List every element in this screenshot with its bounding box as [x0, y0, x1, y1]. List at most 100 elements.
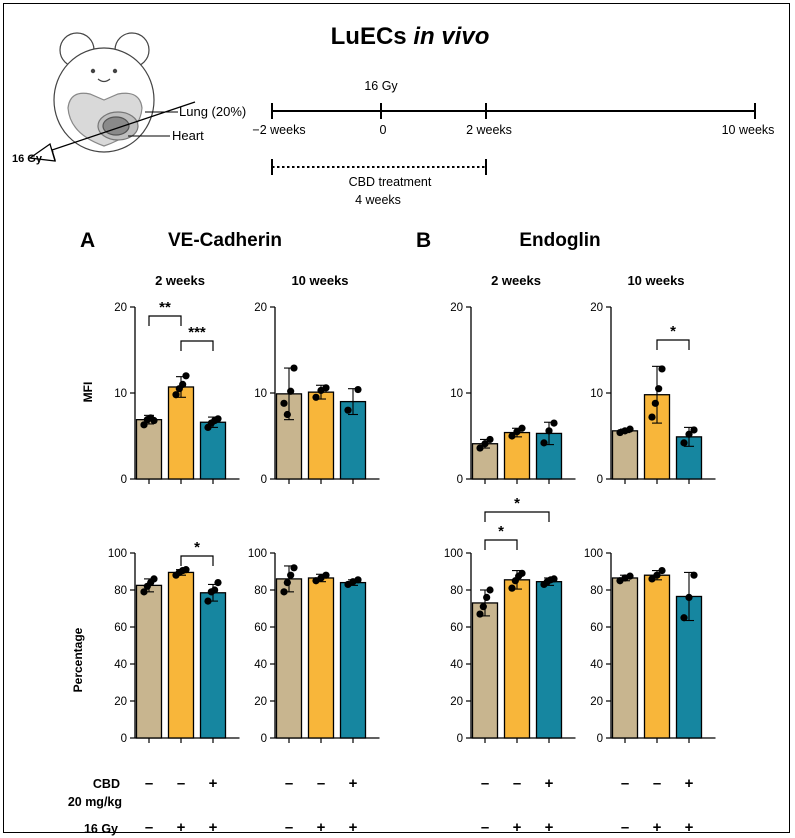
- significance-label: *: [194, 539, 200, 556]
- bar: [535, 581, 563, 739]
- cbd-row-label: CBD: [93, 777, 120, 791]
- data-point: [651, 399, 659, 407]
- data-point: [287, 387, 295, 395]
- significance-bracket: [180, 340, 214, 351]
- cbd-sign: +: [685, 775, 694, 792]
- treatment-duration-label: 4 weeks: [355, 193, 401, 207]
- data-point: [322, 571, 330, 579]
- significance-label: *: [514, 495, 520, 512]
- charts-layer: 01020*****010200102001020*020406080100*0…: [108, 299, 716, 745]
- cbd-sign: –: [317, 775, 325, 792]
- data-point: [690, 426, 698, 434]
- y-tick-label: 10: [450, 388, 463, 400]
- data-point: [287, 571, 295, 579]
- data-point: [214, 579, 222, 587]
- cbd-sign: +: [209, 775, 218, 792]
- y-tick-label: 20: [114, 302, 127, 314]
- bar: [135, 419, 163, 480]
- data-point: [653, 571, 661, 579]
- y-axis-title-mfi: MFI: [81, 382, 95, 403]
- bar: [471, 443, 499, 480]
- data-point: [280, 588, 288, 596]
- bar: [135, 584, 163, 739]
- cbd-sign: +: [545, 775, 554, 792]
- bar: [275, 393, 303, 480]
- y-tick-label: 0: [121, 733, 127, 745]
- irradiation-sign: +: [209, 819, 218, 836]
- data-point: [690, 571, 698, 579]
- y-tick-label: 0: [597, 474, 603, 486]
- figure-frame: [3, 3, 790, 833]
- irradiation-sign: –: [481, 819, 489, 836]
- irradiation-sign: –: [285, 819, 293, 836]
- y-tick-label: 20: [254, 696, 267, 708]
- irradiation-sign: –: [145, 819, 153, 836]
- y-tick-label: 60: [450, 622, 463, 634]
- timeline-dose-label: 16 Gy: [364, 79, 398, 93]
- radiation-arrow-head: [28, 142, 56, 162]
- data-point: [179, 380, 187, 388]
- data-point: [312, 393, 320, 401]
- data-point: [182, 372, 190, 380]
- significance-bracket: [148, 315, 182, 326]
- y-tick-label: 0: [457, 474, 463, 486]
- irradiation-sign: +: [545, 819, 554, 836]
- data-point: [283, 579, 291, 587]
- y-tick-label: 100: [444, 548, 463, 560]
- y-axis-title-percentage: Percentage: [71, 627, 85, 692]
- irradiation-sign: +: [513, 819, 522, 836]
- y-tick-label: 60: [254, 622, 267, 634]
- data-point: [486, 586, 494, 594]
- data-point: [508, 584, 516, 592]
- data-point: [479, 603, 487, 611]
- bar: [503, 431, 531, 480]
- y-tick-label: 20: [114, 696, 127, 708]
- data-point: [550, 575, 558, 583]
- y-tick-label: 0: [261, 733, 267, 745]
- data-point: [354, 576, 362, 584]
- cbd-sign: –: [653, 775, 661, 792]
- data-point: [481, 440, 489, 448]
- data-point: [140, 588, 148, 596]
- data-point: [476, 610, 484, 618]
- y-tick-label: 80: [114, 585, 127, 597]
- data-point: [648, 575, 656, 583]
- y-tick-label: 10: [114, 388, 127, 400]
- irradiation-sign: +: [349, 819, 358, 836]
- data-point: [508, 432, 516, 440]
- data-point: [150, 575, 158, 583]
- significance-label: **: [159, 299, 171, 316]
- y-tick-label: 80: [450, 585, 463, 597]
- cbd-dose-label: 20 mg/kg: [68, 795, 122, 809]
- data-point: [680, 614, 688, 622]
- y-tick-label: 20: [450, 302, 463, 314]
- significance-bracket: [484, 511, 550, 522]
- data-point: [518, 424, 526, 432]
- cbd-sign: –: [145, 775, 153, 792]
- significance-label: ***: [188, 324, 206, 341]
- significance-label: *: [498, 523, 504, 540]
- irradiation-row-label: 16 Gy: [84, 822, 118, 836]
- data-point: [655, 385, 663, 393]
- significance-bracket: [484, 539, 518, 550]
- y-tick-label: 100: [108, 548, 127, 560]
- radiation-dose-label: 16 Gy: [12, 153, 43, 165]
- timepoint-heading: 2 weeks: [155, 273, 205, 288]
- y-tick-label: 40: [254, 659, 267, 671]
- treatment-label: CBD treatment: [349, 175, 432, 189]
- bar: [199, 592, 227, 739]
- irradiation-sign: –: [621, 819, 629, 836]
- bar: [307, 391, 335, 480]
- timeline-tick-label: 2 weeks: [466, 123, 512, 137]
- heart-label: Heart: [172, 128, 204, 143]
- data-point: [354, 385, 362, 394]
- cbd-sign: +: [349, 775, 358, 792]
- significance-bracket: [180, 555, 214, 566]
- bar: [503, 579, 531, 739]
- timeline-tick-label: 10 weeks: [722, 123, 775, 137]
- data-point: [518, 569, 526, 577]
